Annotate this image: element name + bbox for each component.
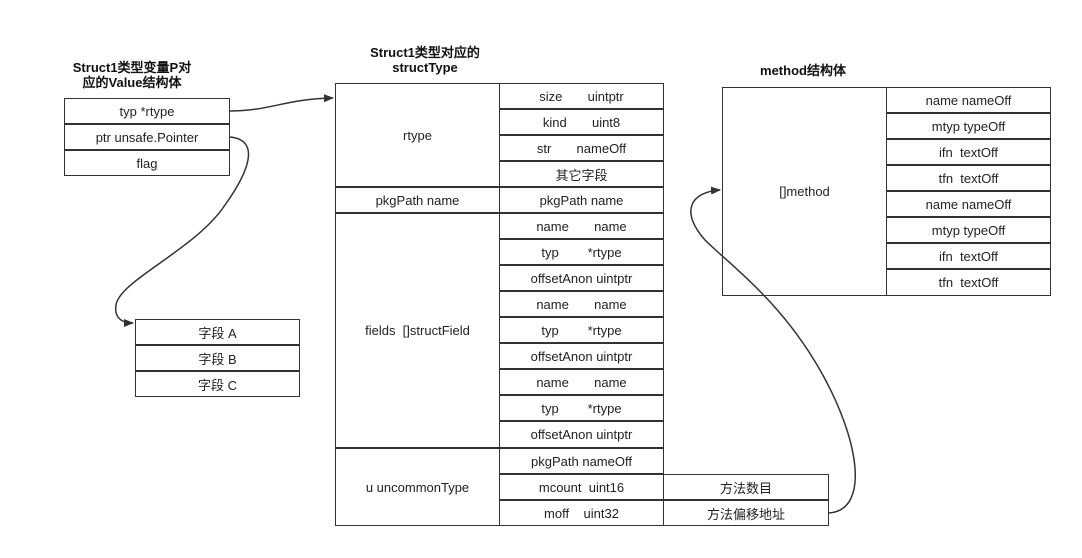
method-row: ifn textOff — [886, 139, 1051, 165]
method-offset-note: 方法偏移地址 — [663, 500, 829, 526]
rtype-row: kind uint8 — [499, 109, 664, 135]
field-row: offsetAnon uintptr — [499, 265, 664, 291]
struct-type-title-line2: structType — [392, 60, 458, 75]
method-count-note: 方法数目 — [663, 474, 829, 500]
ptr-to-fields-arrow — [114, 136, 250, 327]
uncommon-row: mcount uint16 — [499, 474, 664, 500]
fields-group: fields []structField — [335, 213, 500, 448]
uncommon-row: moff uint32 — [499, 500, 664, 526]
method-row: mtyp typeOff — [886, 113, 1051, 139]
field-row: name name — [499, 369, 664, 395]
field-row: typ *rtype — [499, 395, 664, 421]
value-struct-title-line2: 应的Value结构体 — [82, 75, 182, 90]
field-row: typ *rtype — [499, 239, 664, 265]
field-row: offsetAnon uintptr — [499, 421, 664, 448]
field-row: name name — [499, 213, 664, 239]
rtype-row: str nameOff — [499, 135, 664, 161]
field-row: name name — [499, 291, 664, 317]
uncommon-row: pkgPath nameOff — [499, 448, 664, 474]
field-row: offsetAnon uintptr — [499, 343, 664, 369]
rtype-row: 其它字段 — [499, 161, 664, 187]
pointed-field-row: 字段 A — [135, 319, 300, 345]
pkgpath-group: pkgPath name — [335, 187, 500, 213]
moff-to-methods-arrow — [690, 186, 857, 514]
method-row: tfn textOff — [886, 269, 1051, 296]
rtype-row: size uintptr — [499, 83, 664, 109]
pointed-field-row: 字段 C — [135, 371, 300, 397]
uncommon-group: u uncommonType — [335, 448, 500, 526]
pkgpath-row: pkgPath name — [499, 187, 664, 213]
typ-to-rtype-arrow — [229, 94, 334, 112]
struct-type-title-line1: Struct1类型对应的 — [370, 45, 480, 60]
value-struct-row: typ *rtype — [64, 98, 230, 124]
method-row: name nameOff — [886, 191, 1051, 217]
struct-type-title: Struct1类型对应的 structType — [345, 45, 505, 75]
method-row: mtyp typeOff — [886, 217, 1051, 243]
field-row: typ *rtype — [499, 317, 664, 343]
method-struct-title: method结构体 — [760, 63, 846, 78]
method-row: tfn textOff — [886, 165, 1051, 191]
method-row: name nameOff — [886, 87, 1051, 113]
value-struct-title: Struct1类型变量P对 应的Value结构体 — [52, 60, 212, 90]
pointed-field-row: 字段 B — [135, 345, 300, 371]
method-row: ifn textOff — [886, 243, 1051, 269]
rtype-group: rtype — [335, 83, 500, 187]
value-struct-row: flag — [64, 150, 230, 176]
value-struct-row: ptr unsafe.Pointer — [64, 124, 230, 150]
value-struct-title-line1: Struct1类型变量P对 — [72, 60, 192, 75]
